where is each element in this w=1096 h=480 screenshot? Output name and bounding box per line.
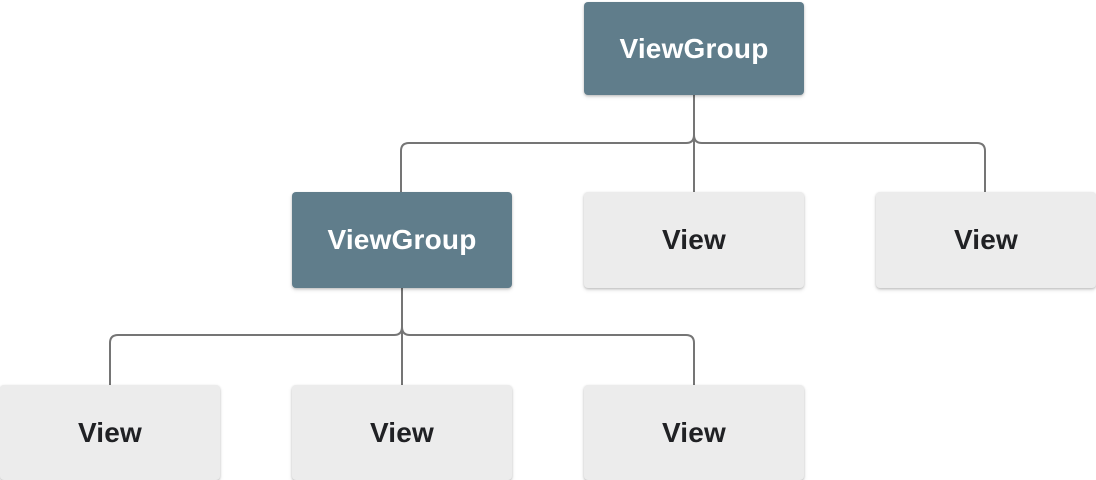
node-view-leaf-left: View <box>0 385 220 480</box>
node-view-leaf-middle: View <box>292 385 512 480</box>
node-viewgroup-child: ViewGroup <box>292 192 512 288</box>
node-label: View <box>77 416 143 448</box>
node-label: ViewGroup <box>327 224 477 255</box>
connector-vg2-right <box>401 326 695 387</box>
connector-root-right <box>693 134 986 194</box>
node-label: ViewGroup <box>619 32 769 64</box>
node-viewgroup-root: ViewGroup <box>584 2 804 95</box>
node-label: View <box>369 416 435 448</box>
node-label: View <box>661 416 727 448</box>
node-view-middle: View <box>584 192 804 288</box>
node-view-right: View <box>876 192 1096 288</box>
connector-vg2-left <box>109 326 403 387</box>
connector-root-left <box>400 134 695 194</box>
node-label: View <box>953 224 1019 255</box>
node-view-leaf-right: View <box>584 385 804 480</box>
node-label: View <box>661 224 727 255</box>
